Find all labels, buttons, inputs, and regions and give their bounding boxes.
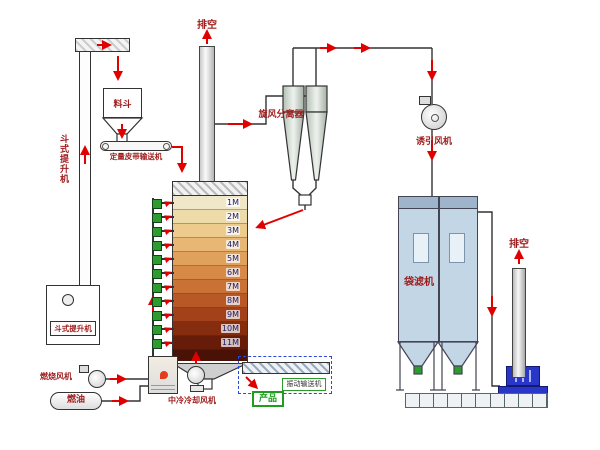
induced-fan-icon [421,104,447,130]
conveyor-cell [462,394,477,407]
vibrating-conveyor-label: 振动输送机 [282,378,326,391]
bag-filter-divider [438,197,440,341]
cyclone-separator-label: 旋风分离器 [258,110,304,120]
tower-level-band: 7M [173,280,247,294]
tower-level-label: 1M [226,198,240,207]
cooling-fan-icon [187,366,205,392]
bucket-elevator-label: 斗式提升机 [58,134,68,184]
product-box: 产品 [252,391,284,407]
fuel-oil-label: 燃油 [66,395,85,405]
tower-levels: 1M 2M 3M 4M 5M 6M 7M 8M 9M 10M 11M [173,196,247,350]
hopper-label: 料斗 [113,100,132,110]
induced-fan-motor-icon [419,96,431,105]
exhaust-right-label: 排空 [509,239,529,250]
feed-hopper: 料斗 [103,88,142,118]
bag-filter-hoppers [396,341,480,391]
elevator-pulley-icon [62,294,74,306]
tower-level-band: 2M [173,210,247,224]
conveyor-cell [533,394,547,407]
bucket-elevator-top-duct [75,38,130,52]
bag-filter-window [413,233,429,263]
exhaust-top-label: 排空 [197,20,217,31]
burner-furnace-icon [148,356,178,394]
tower-level-label: 2M [226,212,240,221]
drying-tower: 1M 2M 3M 4M 5M 6M 7M 8M 9M 10M 11M [172,181,248,364]
bucket-elevator-boot [46,285,100,345]
conveyor-cell [420,394,435,407]
induced-fan-label: 诱引风机 [415,137,452,147]
conveyor-cell [406,394,421,407]
tower-level-band: 4M [173,238,247,252]
cooling-conveyor [242,362,330,374]
tower-level-band: 11M [173,336,247,350]
combustion-fan-icon [88,370,106,388]
tower-level-band: 6M [173,266,247,280]
conveyor-cell [476,394,491,407]
tower-level-label: 4M [226,240,240,249]
combustion-fan-motor-icon [79,365,89,373]
tower-level-band: 8M [173,294,247,308]
cooling-fan-label: 中冷冷却风机 [168,396,216,405]
cyclone-separators [282,85,328,206]
tower-level-band: 9M [173,308,247,322]
tower-level-label: 3M [226,226,240,235]
tower-discharge [169,362,249,390]
bag-filter: 袋滤机 [398,196,478,342]
bag-filter-window [449,233,465,263]
tower-level-label: 6M [226,268,240,277]
conveyor-cell [505,394,519,407]
tower-level-band: 3M [173,224,247,238]
tower-bottom-band [173,350,247,361]
conveyor-cell [434,394,449,407]
combustion-fan-label: 燃烧风机 [40,372,72,381]
tower-level-label: 7M [226,282,240,291]
tower-level-label: 8M [226,296,240,305]
conveyor-cell [448,394,463,407]
hopper-funnel [101,117,144,143]
fuel-oil-tank: 燃油 [50,392,102,410]
bag-filter-label: 袋滤机 [404,277,434,288]
tower-level-label: 11M [220,338,240,347]
belt-conveyor [100,141,172,151]
belt-conveyor-label: 定量皮带输送机 [109,152,163,161]
tower-level-band: 10M [173,322,247,336]
conveyor-cell [491,394,505,407]
bucket-elevator-boot-label: 斗式提升机 [50,321,96,336]
tower-level-band: 5M [173,252,247,266]
tower-level-label: 5M [226,254,240,263]
valve-column [146,197,176,351]
exhaust-stack [199,46,215,184]
right-exhaust-stack [512,268,526,378]
tower-level-label: 10M [220,324,240,333]
conveyor-cell [519,394,533,407]
bucket-elevator-shaft [79,52,91,286]
tower-top-hatch [173,182,247,196]
tower-level-band: 1M [173,196,247,210]
tower-level-label: 9M [226,310,240,319]
drag-conveyor [405,393,548,408]
